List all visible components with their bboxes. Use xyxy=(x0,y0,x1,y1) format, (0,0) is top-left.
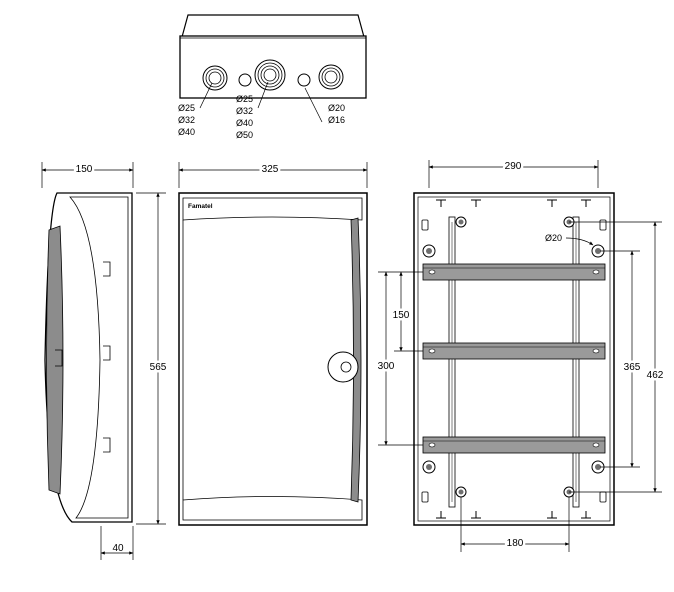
knockout-small-1 xyxy=(238,73,252,87)
din-rails xyxy=(422,263,606,454)
knockout-50 xyxy=(254,59,286,91)
knockout-right-size-1: Ø20 xyxy=(328,103,345,113)
front-view: Famatel xyxy=(178,192,368,526)
din-rail-middle xyxy=(422,342,606,360)
knockout-20 xyxy=(318,64,344,90)
bottom-tabs xyxy=(436,511,591,519)
front-view-dimensions: 325 xyxy=(178,162,368,188)
knockout-right-size-2: Ø16 xyxy=(328,115,345,125)
dimension-depth: 150 xyxy=(76,164,93,175)
din-rail-top xyxy=(422,263,606,281)
dimension-vertical-holes: 365 xyxy=(624,362,641,373)
leader-left xyxy=(199,82,213,109)
hole-leader xyxy=(565,237,594,246)
knockout-center-size-3: Ø40 xyxy=(236,118,253,128)
dimension-rail-spacing: 150 xyxy=(393,310,410,321)
back-view xyxy=(413,192,615,526)
side-clip-bottom xyxy=(103,437,111,453)
knockout-small-2 xyxy=(297,73,311,87)
knockout-center-size-2: Ø32 xyxy=(236,106,253,116)
knockout-center-size-1: Ø25 xyxy=(236,94,253,104)
din-rail-bottom xyxy=(422,436,606,454)
dimension-back-width: 290 xyxy=(505,161,522,172)
dimension-horizontal-holes: 180 xyxy=(507,538,524,549)
leader-right xyxy=(304,87,323,123)
knockout-holes xyxy=(202,59,344,91)
side-clip-middle xyxy=(103,345,111,361)
front-view-top-band xyxy=(182,197,363,221)
side-clip-top xyxy=(103,261,111,277)
front-view-bottom-band xyxy=(182,496,363,521)
top-view-lid xyxy=(181,14,365,38)
brand-logo: Famatel xyxy=(188,203,213,210)
door-lock-icon xyxy=(327,351,359,383)
top-view: Ø25 Ø32 Ø40 Ø25 Ø32 Ø40 Ø50 Ø20 Ø16 xyxy=(178,14,367,140)
knockout-40 xyxy=(202,65,228,91)
knockout-left-size-1: Ø25 xyxy=(178,103,195,113)
dimension-hole-diameter: Ø20 xyxy=(545,233,562,243)
side-view xyxy=(44,192,133,523)
dimension-width: 325 xyxy=(262,164,279,175)
top-tabs xyxy=(436,199,591,207)
knockout-left-size-3: Ø40 xyxy=(178,127,195,137)
dimension-door-offset: 40 xyxy=(112,543,124,554)
leader-center xyxy=(257,81,269,109)
side-view-dimensions: 150 565 40 xyxy=(41,162,169,560)
knockout-center-size-4: Ø50 xyxy=(236,130,253,140)
back-view-dimensions: 290 Ø20 150 300 365 462 180 xyxy=(375,159,666,552)
dimension-back-height: 462 xyxy=(647,370,664,381)
dimension-rail-span: 300 xyxy=(378,361,395,372)
knockout-left-size-2: Ø32 xyxy=(178,115,195,125)
dimension-height: 565 xyxy=(150,362,167,373)
side-view-door-seal xyxy=(46,225,64,495)
